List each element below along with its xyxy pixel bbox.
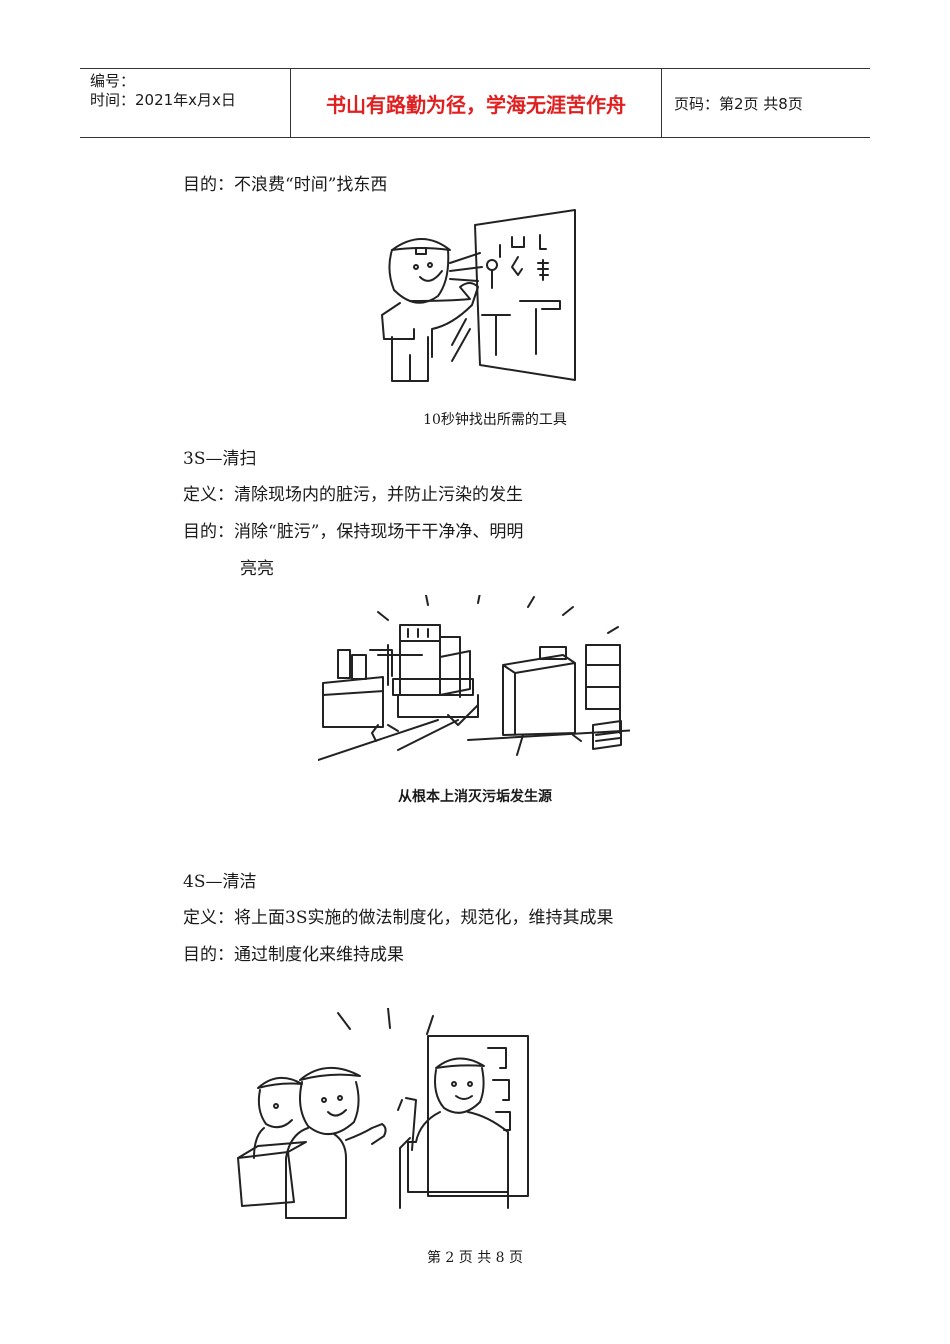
purpose-4s: 目的：通过制度化来维持成果 xyxy=(183,945,404,965)
header-left-cell: 编号： 时间：2021年x月x日 xyxy=(80,69,291,137)
workers-illustration xyxy=(237,1008,529,1219)
title-4s: 4S—清洁 xyxy=(183,872,257,892)
factory-illustration xyxy=(318,595,630,761)
definition-4s: 定义：将上面3S实施的做法制度化，规范化，维持其成果 xyxy=(183,908,614,928)
footer-page-number: 第 2 页 共 8 页 xyxy=(426,1250,524,1266)
time-label: 时间：2021年x月x日 xyxy=(90,91,236,109)
motto: 书山有路勤为径，学海无涯苦作舟 xyxy=(291,69,662,137)
number-label: 编号： xyxy=(90,72,136,90)
caption-2s: 10秒钟找出所需的工具 xyxy=(423,412,567,428)
purpose-3s-line1: 目的：消除“脏污”，保持现场干干净净、明明 xyxy=(183,522,524,542)
document-header: 编号： 时间：2021年x月x日 书山有路勤为径，学海无涯苦作舟 页码：第2页 … xyxy=(80,68,870,138)
caption-3s: 从根本上消灭污垢发生源 xyxy=(398,789,552,805)
definition-3s: 定义：清除现场内的脏污，并防止污染的发生 xyxy=(183,485,523,505)
purpose-3s-line2: 亮亮 xyxy=(240,559,274,579)
title-3s: 3S—清扫 xyxy=(183,449,257,469)
page-label: 页码：第2页 共8页 xyxy=(674,94,803,113)
purpose-2s: 目的：不浪费“时间”找东西 xyxy=(183,175,388,195)
tool-board-illustration xyxy=(381,209,576,382)
